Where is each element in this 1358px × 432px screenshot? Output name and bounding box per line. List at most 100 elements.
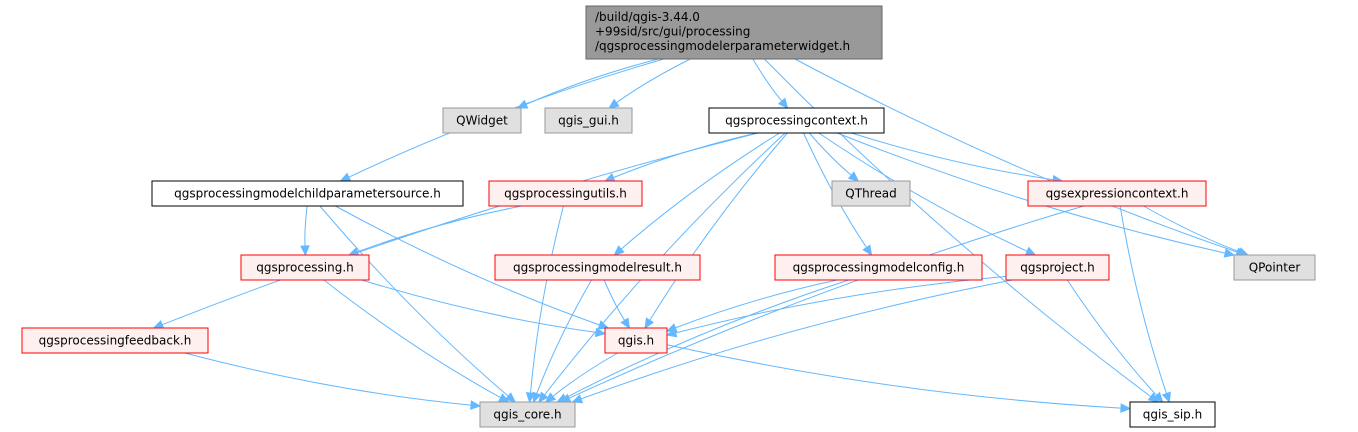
edge-line — [335, 205, 600, 326]
edge-line — [851, 132, 1054, 181]
node-label-line: +99sid/src/gui/processing — [595, 25, 750, 39]
node-box — [831, 180, 911, 207]
arrowhead-icon — [571, 394, 584, 404]
edge-qgsprocessingmodelresult-to-qgis_core — [532, 279, 592, 404]
edge-line — [304, 205, 308, 247]
arrowhead-icon — [603, 172, 616, 182]
edge-line — [1066, 279, 1157, 396]
node-label: QPointer — [1249, 261, 1301, 275]
node-qgsproject[interactable]: qgsproject.h — [1005, 254, 1110, 281]
edge-qgsproject-to-qgis — [665, 275, 1007, 338]
node-box — [488, 180, 643, 207]
node-label: qgsprocessingmodelconfig.h — [793, 261, 965, 275]
arrowhead-icon — [1120, 403, 1132, 413]
arrowhead-icon — [1152, 391, 1164, 403]
arrowhead-icon — [300, 245, 310, 257]
node-label: QWidget — [456, 114, 508, 128]
edge-line — [568, 205, 1084, 399]
edge-qgsexpressioncontext-to-qgis_core — [559, 205, 1084, 403]
node-qwidget[interactable]: QWidget — [442, 107, 522, 134]
edge-line — [319, 205, 509, 397]
edge-line — [536, 279, 592, 394]
nodes-layer: /build/qgis-3.44.0+99sid/src/gui/process… — [21, 5, 1316, 428]
node-qgsprocessingutils[interactable]: qgsprocessingutils.h — [488, 180, 643, 207]
node-qgsprocessingfeedback[interactable]: qgsprocessingfeedback.h — [21, 327, 209, 354]
node-label: QThread — [845, 187, 896, 201]
arrowhead-icon — [525, 392, 536, 404]
node-box — [1129, 401, 1216, 428]
edge-line — [675, 279, 838, 329]
node-label: qgsprocessingutils.h — [504, 187, 627, 201]
edge-qgsprocessingcontext-to-qgis — [644, 132, 788, 330]
edge-line — [357, 205, 522, 253]
edge-root-to-qpointer — [794, 58, 1247, 257]
node-box — [708, 107, 885, 134]
arrowhead-icon — [1161, 391, 1171, 404]
node-qgsprocessingmodelconfig[interactable]: qgsprocessingmodelconfig.h — [774, 254, 983, 281]
node-label: qgis_core.h — [493, 408, 561, 422]
edge-qgis-to-qgis_core — [544, 352, 618, 403]
node-qpointer[interactable]: QPointer — [1233, 254, 1316, 281]
edge-qgsprocessingcontext-to-qgsprocessingmodelresult — [613, 132, 780, 256]
node-qgsprocessing[interactable]: qgsprocessing.h — [240, 254, 370, 281]
node-box — [544, 107, 633, 134]
edge-qgsproject-to-qgis_core — [571, 279, 1013, 404]
node-qgsprocessingcontext[interactable]: qgsprocessingcontext.h — [708, 107, 885, 134]
node-box — [442, 107, 522, 134]
node-qgsprocessingmodelchildparametersource[interactable]: qgsprocessingmodelchildparametersource.h — [151, 180, 464, 207]
edge-line — [794, 58, 1238, 253]
edges-layer — [152, 58, 1250, 413]
edge-line — [752, 58, 783, 102]
arrowhead-icon — [470, 400, 482, 410]
node-box — [151, 180, 464, 207]
edge-line — [530, 205, 564, 394]
node-qgis-gui[interactable]: qgis_gui.h — [544, 107, 633, 134]
edge-line — [603, 279, 626, 321]
node-root: /build/qgis-3.44.0+99sid/src/gui/process… — [585, 5, 883, 60]
edge-qgsprocessingcontext-to-qthread — [808, 132, 860, 182]
edge-qgsprocessingcontext-to-qgsexpressioncontext — [851, 132, 1064, 185]
arrowhead-icon — [1024, 246, 1037, 256]
edge-qgsproject-to-qgis_sip — [1066, 279, 1164, 403]
node-qgis[interactable]: qgis.h — [604, 327, 668, 354]
node-qgsexpressioncontext[interactable]: qgsexpressioncontext.h — [1027, 180, 1207, 207]
edge-line — [666, 344, 1122, 409]
node-qgsprocessingmodelresult[interactable]: qgsprocessingmodelresult.h — [494, 254, 701, 281]
node-label-line: /qgsprocessingmodelerparameterwidget.h — [595, 39, 850, 53]
node-label: qgsprocessingfeedback.h — [39, 334, 192, 348]
node-label: qgis.h — [618, 334, 654, 348]
edge-qgsprocessingcontext-to-qgsprocessingfeedback — [152, 132, 758, 329]
arrowhead-icon — [504, 392, 517, 403]
node-box — [21, 327, 209, 354]
arrowhead-icon — [665, 328, 678, 338]
edge-line — [1143, 205, 1240, 253]
node-label: qgsexpressioncontext.h — [1046, 187, 1189, 201]
arrowhead-icon — [516, 99, 529, 109]
edge-qgsprocessingmodelconfig-to-qgis — [665, 279, 838, 333]
edge-line — [1119, 205, 1167, 394]
edge-root-to-qgis_gui — [608, 58, 691, 109]
arrowhead-icon — [597, 320, 610, 330]
edge-qgsexpressioncontext-to-qgis_sip — [1119, 205, 1171, 404]
edge-qgsprocessingcontext-to-qgsprocessingutils — [603, 132, 758, 182]
node-box — [604, 327, 668, 354]
edge-qgis-to-qgis_sip — [666, 344, 1132, 413]
edge-line — [675, 275, 1007, 334]
node-qthread[interactable]: QThread — [831, 180, 911, 207]
edge-line — [525, 58, 659, 105]
edge-qgsprocessingmodelresult-to-qgis — [603, 279, 631, 330]
edge-qgsprocessing-to-qgis_core — [323, 279, 510, 403]
arrowhead-icon — [613, 245, 625, 256]
node-qgis-core[interactable]: qgis_core.h — [479, 401, 576, 428]
arrowhead-icon — [339, 172, 352, 182]
edge-line — [613, 132, 758, 179]
node-qgis-sip[interactable]: qgis_sip.h — [1129, 401, 1216, 428]
node-box — [585, 5, 883, 60]
node-label: qgsprocessingcontext.h — [725, 114, 868, 128]
edge-line — [323, 279, 501, 399]
arrowhead-icon — [777, 97, 789, 109]
arrowhead-icon — [532, 391, 542, 404]
edge-line — [161, 132, 758, 326]
edge-qgsprocessingfeedback-to-qgis_core — [184, 352, 482, 410]
arrowhead-icon — [644, 317, 655, 330]
